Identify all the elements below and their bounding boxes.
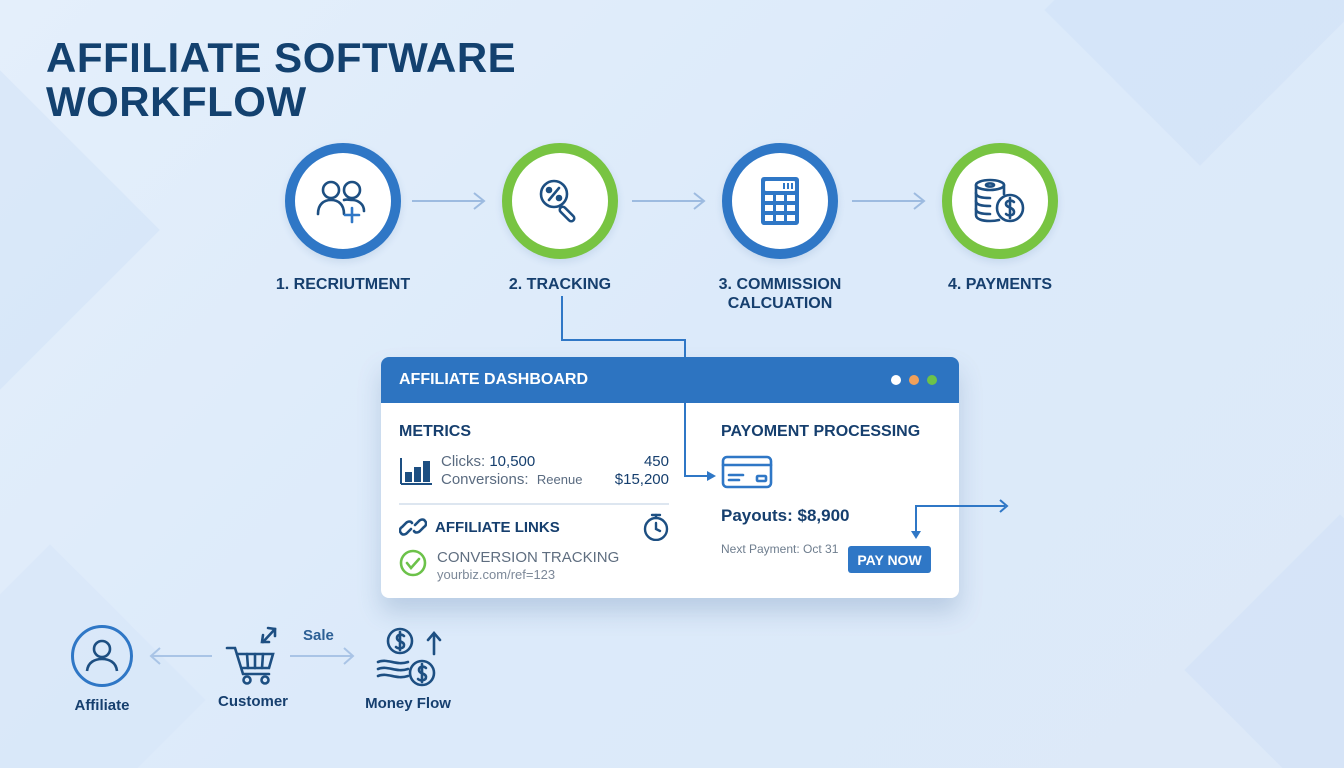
clicks-label: Clicks: [441,453,486,470]
section-divider [399,503,669,505]
metric-values: 450 $15,200 [615,453,669,489]
add-users-icon [316,180,366,224]
window-dot-white[interactable] [891,375,901,385]
step-label: 4. PAYMENTS [947,276,1053,293]
money-flow-icon [376,627,442,687]
title-line-1: AFFILIATE SOFTWARE [46,34,517,81]
step-tracking[interactable]: 2. TRACKING [460,143,660,294]
links-header: AFFILIATE LINKS [399,513,669,541]
metrics-title: METRICS [399,423,471,440]
connector-line [959,505,1005,507]
arrow-right-icon [412,192,486,210]
arrow-right-icon [290,647,355,665]
user-circle-icon [71,625,133,687]
revenue-value: $15,200 [614,471,669,488]
affiliate-url[interactable]: yourbiz.com/ref=123 [437,567,556,582]
arrow-right-icon [852,192,926,210]
window-controls [891,375,937,385]
connector-line [915,505,959,507]
legend-label-customer: Customer [217,693,288,710]
connector-line [561,339,686,341]
coins-dollar-icon [974,178,1025,223]
tracking-title: CONVERSION TRACKING [437,549,620,566]
connector-line [561,296,563,341]
stopwatch-icon [643,513,669,541]
step-circle [502,143,618,259]
affiliate-dashboard-card: AFFILIATE DASHBOARD METRICS Clicks: 10,5… [381,357,959,598]
bar-chart-icon [400,458,432,485]
legend-label-affiliate: Affiliate [74,697,130,714]
background-diamond [1044,0,1344,166]
payouts-amount: Payouts: $8,900 [721,506,850,525]
clicks-value: 10,500 [489,453,536,470]
metrics-row: Clicks: 10,500 Conversions: Reenue 450 $… [399,453,669,489]
step-circle [942,143,1058,259]
link-chain-icon [399,518,427,536]
calculator-icon [761,177,799,225]
payment-title: PAYOMENT PROCESSING [721,423,921,440]
pay-now-button[interactable]: PAY NOW [848,546,931,573]
arrow-head-icon [911,531,921,539]
arrow-right-icon [999,499,1009,513]
conversions-value: 450 [643,453,669,470]
affiliate-links-section: AFFILIATE LINKS CONVERSION TRACKING your… [399,513,669,583]
check-circle-icon [399,549,427,577]
window-dot-green[interactable] [927,375,937,385]
background-diamond [1184,514,1344,768]
dashboard-header: AFFILIATE DASHBOARD [381,357,959,403]
step-label: 1. RECRIUTMENT [275,276,411,293]
step-label-line-1: 3. COMMISSION [718,276,842,293]
arrow-right-icon [632,192,706,210]
legend-customer: Customer [206,624,300,710]
sale-label: Sale [303,627,334,644]
step-circle [285,143,401,259]
step-circle [722,143,838,259]
metrics-section: METRICS Clicks: 10,500 Conversions: Reen… [399,423,669,489]
connector-line [915,505,917,535]
arrow-left-icon [149,647,212,665]
legend-label-money-flow: Money Flow [365,695,451,712]
step-label: 3. COMMISSION CALCUATION [680,275,880,313]
shopping-cart-icon [225,626,277,685]
connector-line [684,403,686,477]
conversion-tracking-row: CONVERSION TRACKING yourbiz.com/ref=123 [399,549,669,583]
step-recruitment[interactable]: 1. RECRIUTMENT [243,143,443,294]
step-commission-calculation[interactable]: 3. COMMISSION CALCUATION [680,143,880,313]
affiliate-links-title: AFFILIATE LINKS [435,518,560,536]
conversions-label: Conversions: [441,471,529,488]
connector-line [684,475,712,477]
title-line-2: WORKFLOW [46,78,307,125]
dashboard-title: AFFILIATE DASHBOARD [399,371,589,388]
percent-magnifier-icon [539,179,576,223]
step-label-line-2: CALCUATION [727,295,833,312]
next-payment-date: Next Payment: Oct 31 [721,542,839,556]
legend-affiliate: Affiliate [56,624,148,714]
credit-card-icon [721,455,773,489]
connector-line [684,339,686,359]
window-dot-orange[interactable] [909,375,919,385]
revenue-label: Reenue [536,472,583,487]
tracking-text: CONVERSION TRACKING yourbiz.com/ref=123 [437,549,619,583]
payment-processing-section: PAYOMENT PROCESSING Payouts: $8,900 [721,423,941,526]
step-label: 2. TRACKING [508,276,612,293]
legend-money-flow: Money Flow [356,626,460,712]
metric-labels: Clicks: 10,500 Conversions: Reenue [441,453,615,489]
step-payments[interactable]: 4. PAYMENTS [900,143,1100,294]
page-title: AFFILIATE SOFTWARE WORKFLOW [46,36,516,124]
arrow-head-icon [707,471,716,481]
